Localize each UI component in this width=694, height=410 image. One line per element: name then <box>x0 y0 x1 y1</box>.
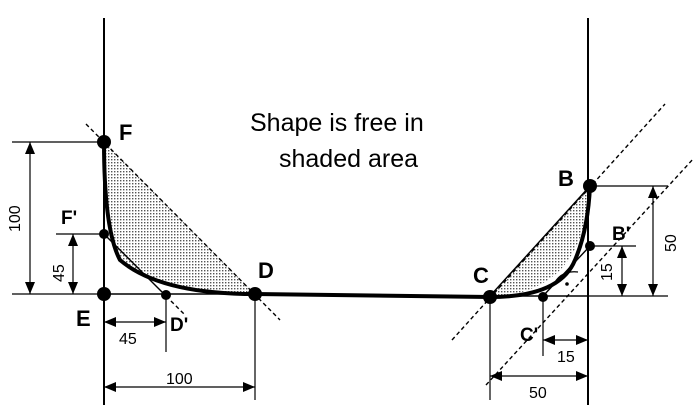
dim-left-100-arrow-bottom <box>25 282 35 294</box>
dim-right-50-arrow-top <box>648 186 658 198</box>
dim-right-width-50: 50 <box>529 385 547 402</box>
dim-left-width-100: 100 <box>166 371 193 388</box>
dim-left-45-arrow-bottom <box>68 282 78 294</box>
dim-left-100h-arrow-right <box>243 382 255 392</box>
right-dashed-guide-outer2 <box>485 157 694 386</box>
dim-right-15h-arrow-left <box>543 335 555 345</box>
dim-left-45h-arrow-left <box>104 317 116 327</box>
dim-right-width-15: 15 <box>557 349 575 366</box>
left-dashed-guide <box>85 123 281 321</box>
dim-left-width-45: 45 <box>119 331 137 348</box>
dim-left-45-arrow-top <box>68 234 78 246</box>
label-B-prime: B' <box>612 224 630 245</box>
label-D-prime: D' <box>170 315 188 336</box>
dim-left-100-arrow-top <box>25 142 35 154</box>
dim-left-height-100: 100 <box>7 205 24 232</box>
dim-right-height-15: 15 <box>599 263 616 281</box>
note-line-2: shaded area <box>279 145 418 173</box>
dim-right-50h-arrow-left <box>490 371 502 381</box>
label-C: C <box>473 263 489 288</box>
dim-left-45h-arrow-right <box>154 317 166 327</box>
label-C-prime: C' <box>520 325 538 346</box>
dim-right-50h-arrow-right <box>576 371 588 381</box>
label-B: B <box>558 166 574 191</box>
label-F-prime: F' <box>61 208 77 229</box>
label-E: E <box>76 306 91 331</box>
dim-right-height-50: 50 <box>663 234 680 252</box>
label-F: F <box>119 120 132 145</box>
dim-right-15-arrow-top <box>617 246 627 258</box>
left-inner-guide-dash <box>165 295 185 315</box>
dim-right-15h-arrow-right <box>576 335 588 345</box>
dim-right-15-arrow-bottom <box>617 284 627 296</box>
label-D: D <box>258 258 274 283</box>
profile-curve <box>102 141 592 300</box>
dim-left-100h-arrow-left <box>104 382 116 392</box>
dim-right-50-arrow-bottom <box>648 284 658 296</box>
right-inner-guide <box>489 185 591 297</box>
note-line-1: Shape is free in <box>250 109 424 137</box>
perpendicular-dot <box>565 282 569 286</box>
dim-left-height-45: 45 <box>51 264 68 282</box>
